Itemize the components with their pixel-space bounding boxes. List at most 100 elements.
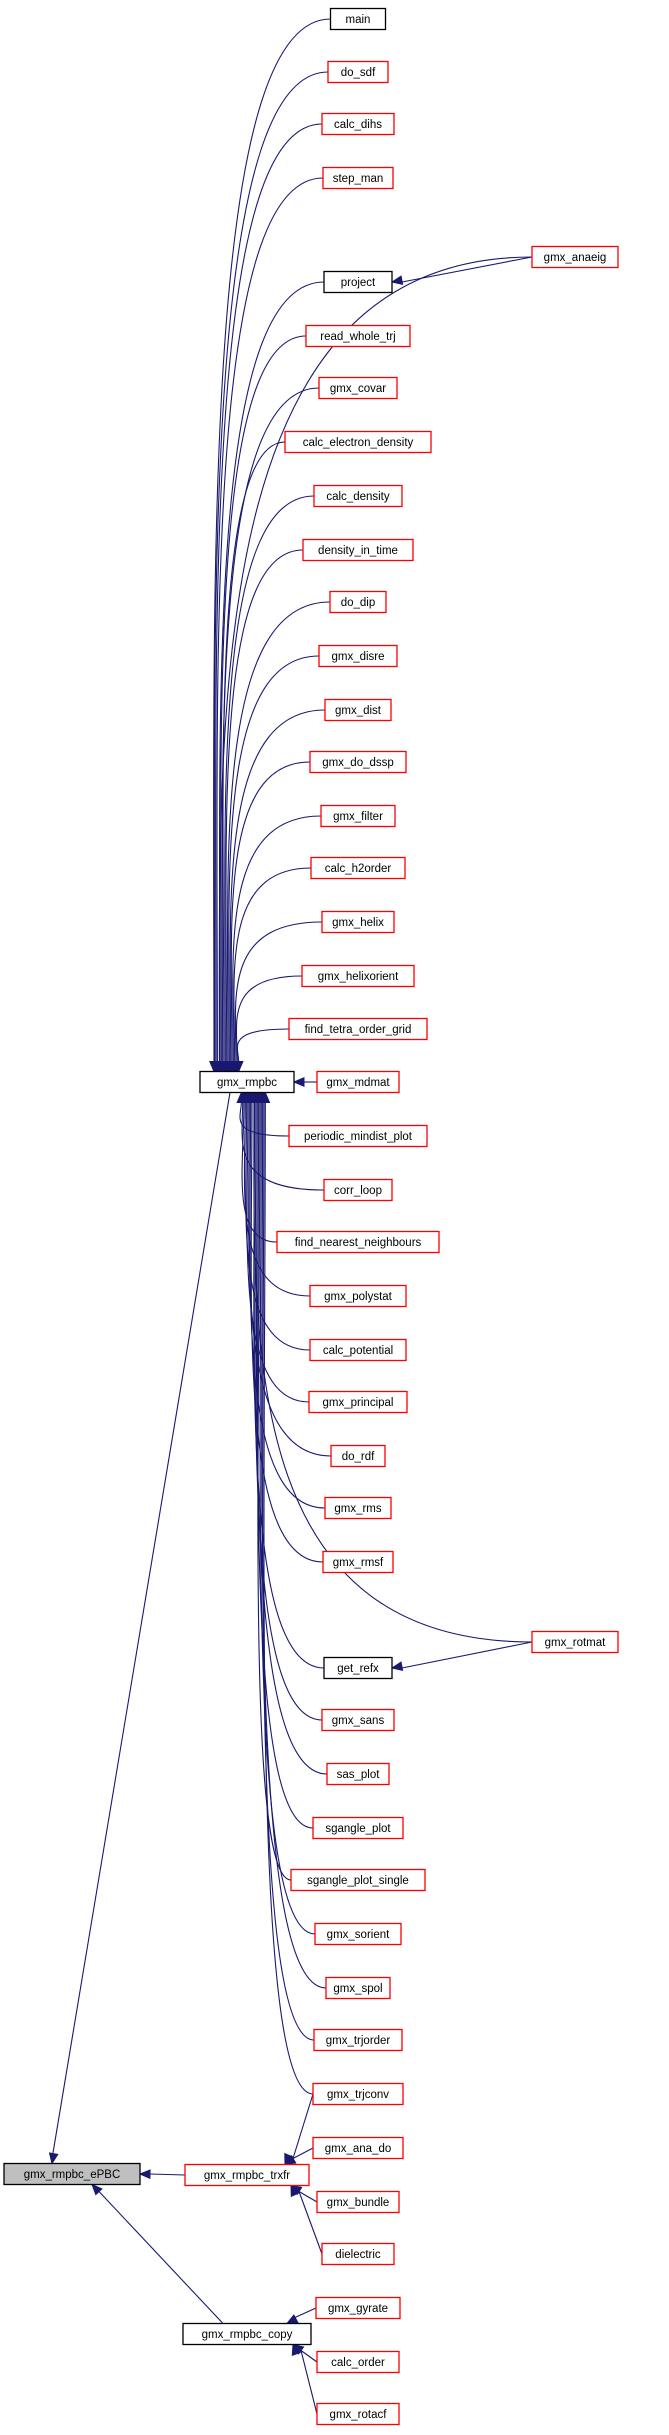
node-box <box>531 1630 619 1654</box>
node-label: gmx_disre <box>331 651 384 663</box>
node-gmx-trjconv[interactable]: gmx_trjconv <box>312 2082 404 2106</box>
edge-gmx_trjconv-to-gmx_rmpbc <box>263 1102 314 2095</box>
edge-gmx_trjconv-to-gmx_rmpbc_trxfr <box>292 2093 314 2159</box>
node-gmx-rmpbc-ePBC[interactable]: gmx_rmpbc_ePBC <box>3 2162 141 2186</box>
edge-sas_plot-to-gmx_rmpbc <box>255 1102 328 1775</box>
node-find-nearest-neighbours[interactable]: find_nearest_neighbours <box>276 1230 440 1254</box>
node-box <box>182 2322 312 2346</box>
node-main[interactable]: main <box>329 7 387 31</box>
node-box <box>290 1868 426 1892</box>
node-find-tetra-order-grid[interactable]: find_tetra_order_grid <box>288 1017 428 1041</box>
node-gmx-filter[interactable]: gmx_filter <box>320 804 396 828</box>
node-step-man[interactable]: step_man <box>322 166 394 190</box>
node-label: do_rdf <box>342 1451 375 1463</box>
node-gmx-anaeig[interactable]: gmx_anaeig <box>531 245 619 269</box>
node-gmx-do-dssp[interactable]: gmx_do_dssp <box>309 750 407 774</box>
node-box <box>330 1444 386 1468</box>
node-gmx-dist[interactable]: gmx_dist <box>324 698 392 722</box>
node-label: do_dip <box>341 597 376 609</box>
node-density-in-time[interactable]: density_in_time <box>302 538 414 562</box>
node-label: gmx_anaeig <box>544 252 607 264</box>
edge-gmx_ana_do-to-gmx_rmpbc_trxfr-arrowhead <box>283 2154 297 2166</box>
node-do-rdf[interactable]: do_rdf <box>330 1444 386 1468</box>
node-do-dip[interactable]: do_dip <box>329 590 387 614</box>
node-calc-density[interactable]: calc_density <box>313 484 403 508</box>
node-label: gmx_dist <box>335 705 382 717</box>
node-gmx-helix[interactable]: gmx_helix <box>321 910 395 934</box>
node-calc-order[interactable]: calc_order <box>316 2350 400 2374</box>
edge-gmx_rotmat-to-get_refx-arrowhead <box>390 1661 404 1671</box>
node-gmx-helixorient[interactable]: gmx_helixorient <box>301 964 415 988</box>
node-gmx-sans[interactable]: gmx_sans <box>321 1708 395 1732</box>
edge-do_sdf-to-gmx_rmpbc <box>213 71 329 1062</box>
node-gmx-principal[interactable]: gmx_principal <box>308 1390 408 1414</box>
node-box <box>326 1762 390 1786</box>
node-sgangle-plot-single[interactable]: sgangle_plot_single <box>290 1868 426 1892</box>
node-label: gmx_trjorder <box>326 2035 391 2047</box>
node-get-refx[interactable]: get_refx <box>323 1656 393 1680</box>
node-gmx-rms[interactable]: gmx_rms <box>324 1496 392 1520</box>
node-label: gmx_principal <box>323 1397 394 1409</box>
node-corr-loop[interactable]: corr_loop <box>323 1178 393 1202</box>
node-gmx-rmpbc-trxfr[interactable]: gmx_rmpbc_trxfr <box>184 2163 310 2187</box>
node-box <box>324 698 392 722</box>
node-gmx-rotmat[interactable]: gmx_rotmat <box>531 1630 619 1654</box>
node-label: calc_potential <box>323 1345 393 1357</box>
edge-project-to-gmx_rmpbc <box>218 281 325 1062</box>
node-box <box>325 1976 391 2000</box>
node-gmx-rotacf[interactable]: gmx_rotacf <box>316 2402 400 2426</box>
node-sas-plot[interactable]: sas_plot <box>326 1762 390 1786</box>
node-project[interactable]: project <box>323 270 393 294</box>
node-calc-electron-density[interactable]: calc_electron_density <box>284 430 432 454</box>
node-periodic-mindist-plot[interactable]: periodic_mindist_plot <box>288 1124 428 1148</box>
node-box <box>321 1708 395 1732</box>
node-box <box>288 1017 428 1041</box>
node-label: project <box>341 277 376 289</box>
node-gmx-gyrate[interactable]: gmx_gyrate <box>315 2296 401 2320</box>
edge-main-to-gmx_rmpbc <box>213 18 331 1062</box>
edge-find_tetra_order_grid-to-gmx_rmpbc-arrowhead <box>233 1061 244 1073</box>
node-calc-h2order[interactable]: calc_h2order <box>310 856 406 880</box>
node-label: gmx_bundle <box>327 2197 390 2209</box>
node-gmx-rmsf[interactable]: gmx_rmsf <box>322 1550 394 1574</box>
edge-sgangle_plot-to-gmx_rmpbc <box>256 1102 314 1829</box>
node-box <box>309 750 407 774</box>
node-label: corr_loop <box>334 1185 382 1197</box>
node-label: step_man <box>333 173 384 185</box>
node-box <box>310 856 406 880</box>
node-do-sdf[interactable]: do_sdf <box>327 60 389 84</box>
node-label: find_nearest_neighbours <box>295 1237 422 1249</box>
node-box <box>316 2350 400 2374</box>
node-box <box>327 60 389 84</box>
node-dielectric[interactable]: dielectric <box>321 2242 395 2266</box>
node-gmx-rmpbc-copy[interactable]: gmx_rmpbc_copy <box>182 2322 312 2346</box>
node-calc-potential[interactable]: calc_potential <box>309 1338 407 1362</box>
edge-sgangle_plot_single-to-gmx_rmpbc <box>257 1102 292 1881</box>
node-gmx-bundle[interactable]: gmx_bundle <box>316 2190 400 2214</box>
node-box <box>315 2296 401 2320</box>
node-gmx-mdmat[interactable]: gmx_mdmat <box>316 1070 400 1094</box>
edge-gmx_do_dssp-to-gmx_rmpbc <box>230 761 311 1062</box>
edge-gmx_bundle-to-gmx_rmpbc_trxfr <box>298 2191 318 2203</box>
node-gmx-rmpbc[interactable]: gmx_rmpbc <box>199 1070 295 1094</box>
node-box <box>321 112 395 136</box>
node-label: sgangle_plot <box>325 1823 391 1835</box>
node-box <box>324 1496 392 1520</box>
node-label: gmx_mdmat <box>326 1077 390 1089</box>
node-gmx-trjorder[interactable]: gmx_trjorder <box>313 2028 403 2052</box>
node-calc-dihs[interactable]: calc_dihs <box>321 112 395 136</box>
node-read-whole-trj[interactable]: read_whole_trj <box>305 324 411 348</box>
node-box <box>302 538 414 562</box>
node-box <box>313 484 403 508</box>
node-gmx-polystat[interactable]: gmx_polystat <box>309 1284 407 1308</box>
node-gmx-spol[interactable]: gmx_spol <box>325 1976 391 2000</box>
node-box <box>323 1178 393 1202</box>
node-gmx-sorient[interactable]: gmx_sorient <box>314 1922 402 1946</box>
node-box <box>322 166 394 190</box>
node-gmx-covar[interactable]: gmx_covar <box>318 376 398 400</box>
node-gmx-disre[interactable]: gmx_disre <box>318 644 398 668</box>
node-gmx-ana-do[interactable]: gmx_ana_do <box>312 2136 404 2160</box>
node-sgangle-plot[interactable]: sgangle_plot <box>312 1816 404 1840</box>
edge-gmx_dist-to-gmx_rmpbc <box>229 709 326 1062</box>
